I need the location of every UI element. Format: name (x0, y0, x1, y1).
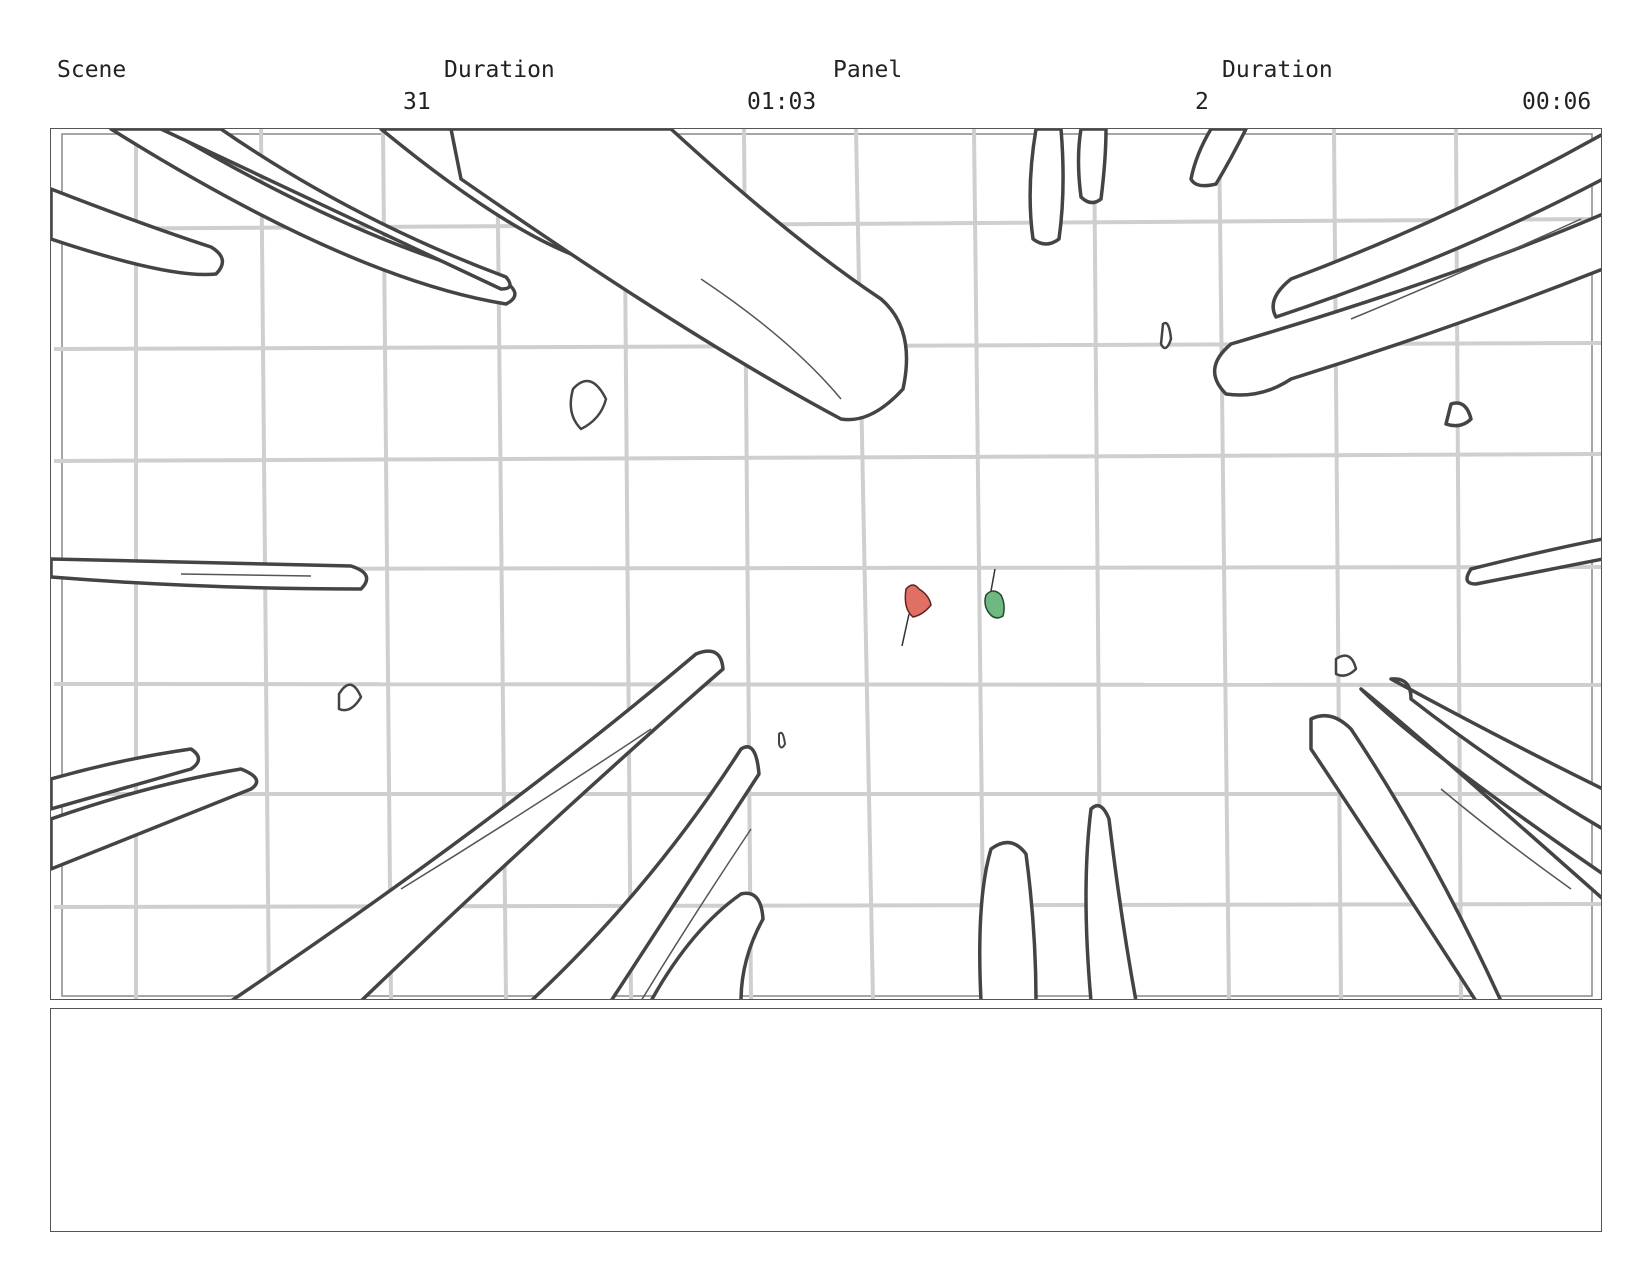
panel-notes-box (50, 1008, 1602, 1232)
panel-number: 2 (1195, 89, 1209, 115)
rock-spikes (51, 129, 1601, 999)
scene-number: 31 (403, 89, 431, 115)
scene-duration-value: 01:03 (747, 89, 817, 115)
scene-label: Scene (57, 57, 127, 83)
panel-notes-text (51, 1009, 1601, 1033)
panel-duration-label: Duration (1222, 57, 1333, 83)
red-figure-icon (901, 584, 932, 647)
panel-label: Panel (833, 57, 903, 83)
panel-duration-value: 00:06 (1522, 89, 1592, 115)
panel-sketch (51, 129, 1601, 999)
green-figure-icon (984, 568, 1005, 619)
scene-duration-label: Duration (444, 57, 555, 83)
storyboard-panel (50, 128, 1602, 1000)
spike-hatching (180, 218, 1582, 999)
